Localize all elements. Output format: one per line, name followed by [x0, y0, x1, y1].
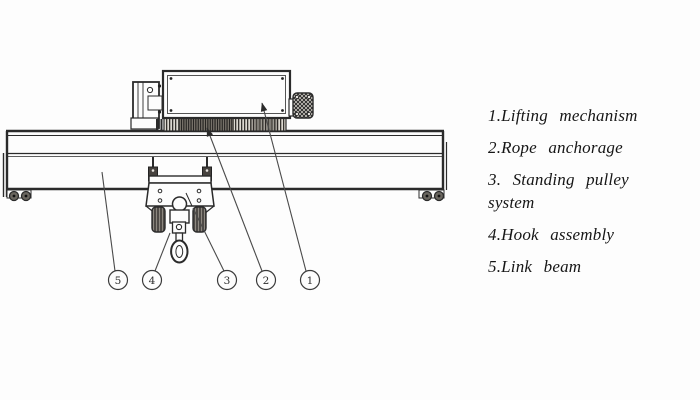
link-beam [2, 129, 448, 202]
legend-item-lifting-mechanism: 1.Lifting mechanism [488, 106, 638, 125]
leader-line-2 [206, 127, 263, 272]
callout-3-number: 3 [224, 275, 231, 287]
leader-line-4 [154, 232, 171, 272]
right-end-stop [418, 189, 445, 202]
parts-legend: 1.Lifting mechanism 2.Rope anchorage 3. … [488, 104, 664, 287]
callout-1-number: 1 [307, 275, 314, 287]
callout-3: 3 [216, 269, 238, 291]
standing-pulley-block [145, 175, 215, 233]
motor [288, 92, 314, 119]
gearbox [130, 81, 163, 130]
left-end-stop [6, 189, 32, 202]
leader-line-5 [101, 171, 116, 272]
callout-2: 2 [255, 269, 277, 291]
callout-1: 1 [299, 269, 321, 291]
callout-5: 5 [107, 269, 129, 291]
wire-ropes [152, 157, 208, 177]
leader-line-3 [192, 207, 225, 272]
hoist-housing [161, 69, 292, 120]
legend-item-rope-anchorage: 2.Rope anchorage [488, 138, 623, 157]
legend-item-standing-pulley-system: 3. Standing pulley system [488, 170, 629, 212]
callout-5-number: 5 [115, 275, 122, 287]
legend-item-link-beam: 5.Link beam [488, 257, 582, 276]
legend-item-hook-assembly: 4.Hook assembly [488, 225, 615, 244]
lifting-mechanism [130, 69, 314, 132]
leader-lines [101, 102, 307, 272]
hook-assembly [169, 209, 190, 264]
callout-4-number: 4 [149, 275, 156, 287]
callout-4: 4 [141, 269, 163, 291]
callout-2-number: 2 [263, 275, 270, 287]
leader-line-1 [260, 102, 307, 272]
